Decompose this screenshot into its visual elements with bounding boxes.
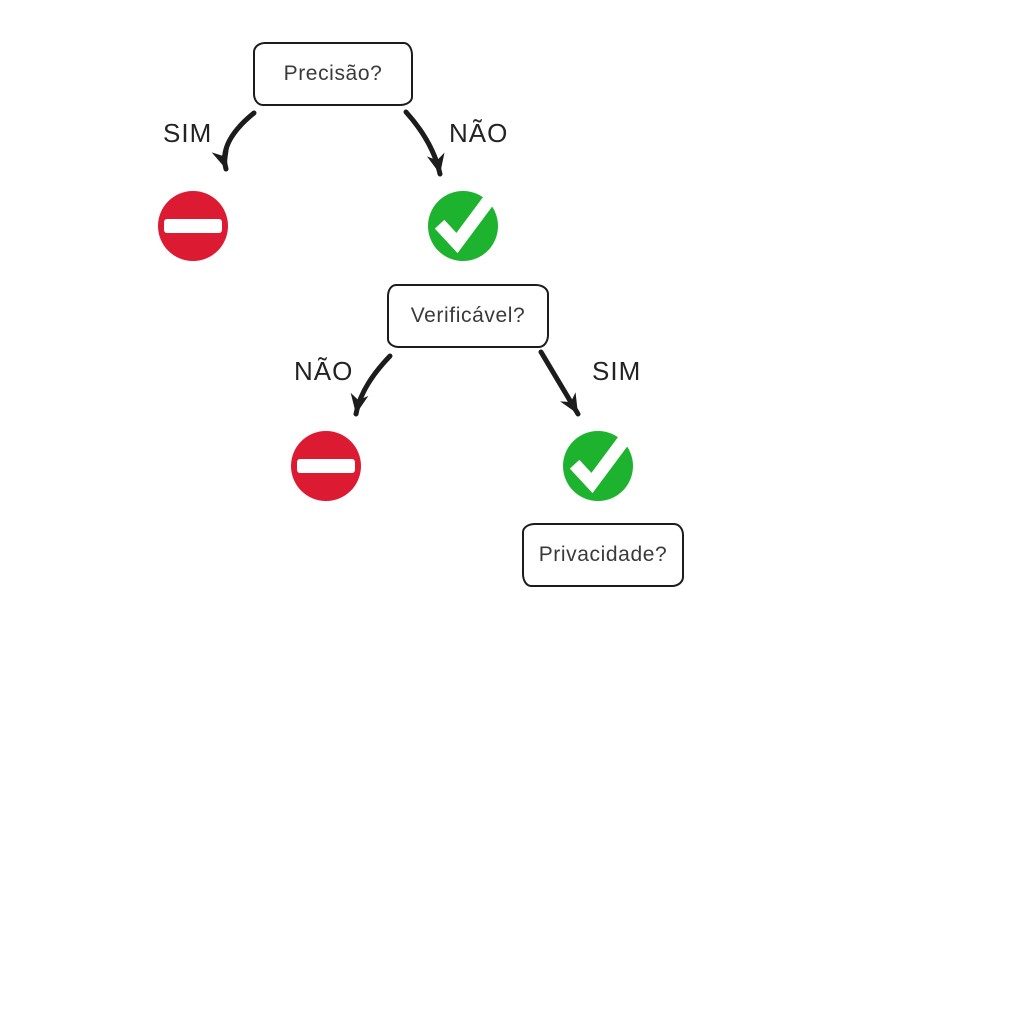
decision-box-precisao: Precisão? xyxy=(253,42,413,106)
no-entry-icon xyxy=(291,431,361,501)
branch-label-precisao-nao: NÃO xyxy=(449,118,509,148)
no-entry-bar xyxy=(297,458,355,474)
arrow-verificavel-sim xyxy=(538,349,581,417)
arrow-precisao-nao xyxy=(403,109,445,177)
decision-box-privacidade: Privacidade? xyxy=(522,523,684,587)
arrow-verificavel-nao xyxy=(350,353,393,417)
no-entry-icon xyxy=(158,191,228,261)
check-icon xyxy=(563,431,633,501)
check-icon-graphic xyxy=(428,191,498,261)
branch-label-precisao-sim: SIM xyxy=(163,118,213,148)
decision-box-verificavel-label: Verificável? xyxy=(410,304,526,327)
branch-label-verificavel-sim: SIM xyxy=(592,356,642,386)
decision-box-precisao-label: Precisão? xyxy=(283,62,383,85)
decision-box-privacidade-label: Privacidade? xyxy=(538,543,668,566)
check-icon-graphic xyxy=(563,431,633,501)
decision-box-verificavel: Verificável? xyxy=(387,284,549,348)
no-entry-bar xyxy=(164,218,222,234)
branch-label-verificavel-nao: NÃO xyxy=(294,356,354,386)
check-icon xyxy=(428,191,498,261)
arrow-precisao-sim xyxy=(211,110,257,172)
